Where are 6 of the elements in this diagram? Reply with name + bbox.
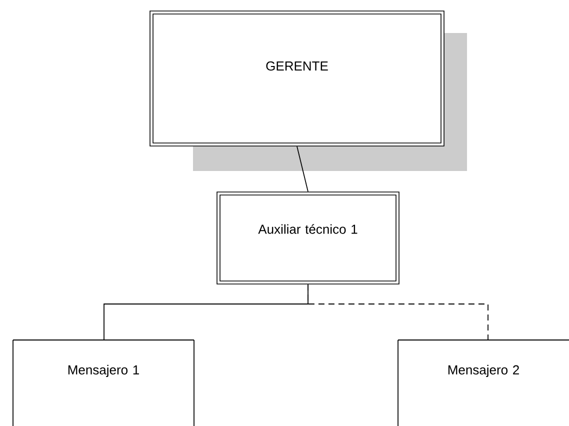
org-box: Mensajero 1 [12, 340, 194, 426]
connector-line [308, 284, 488, 340]
org-box: Mensajero 2 [398, 340, 569, 426]
org-box: GERENTE [150, 10, 467, 171]
org-box: Auxiliar técnico 1 [216, 192, 400, 284]
connector-line [296, 146, 308, 192]
